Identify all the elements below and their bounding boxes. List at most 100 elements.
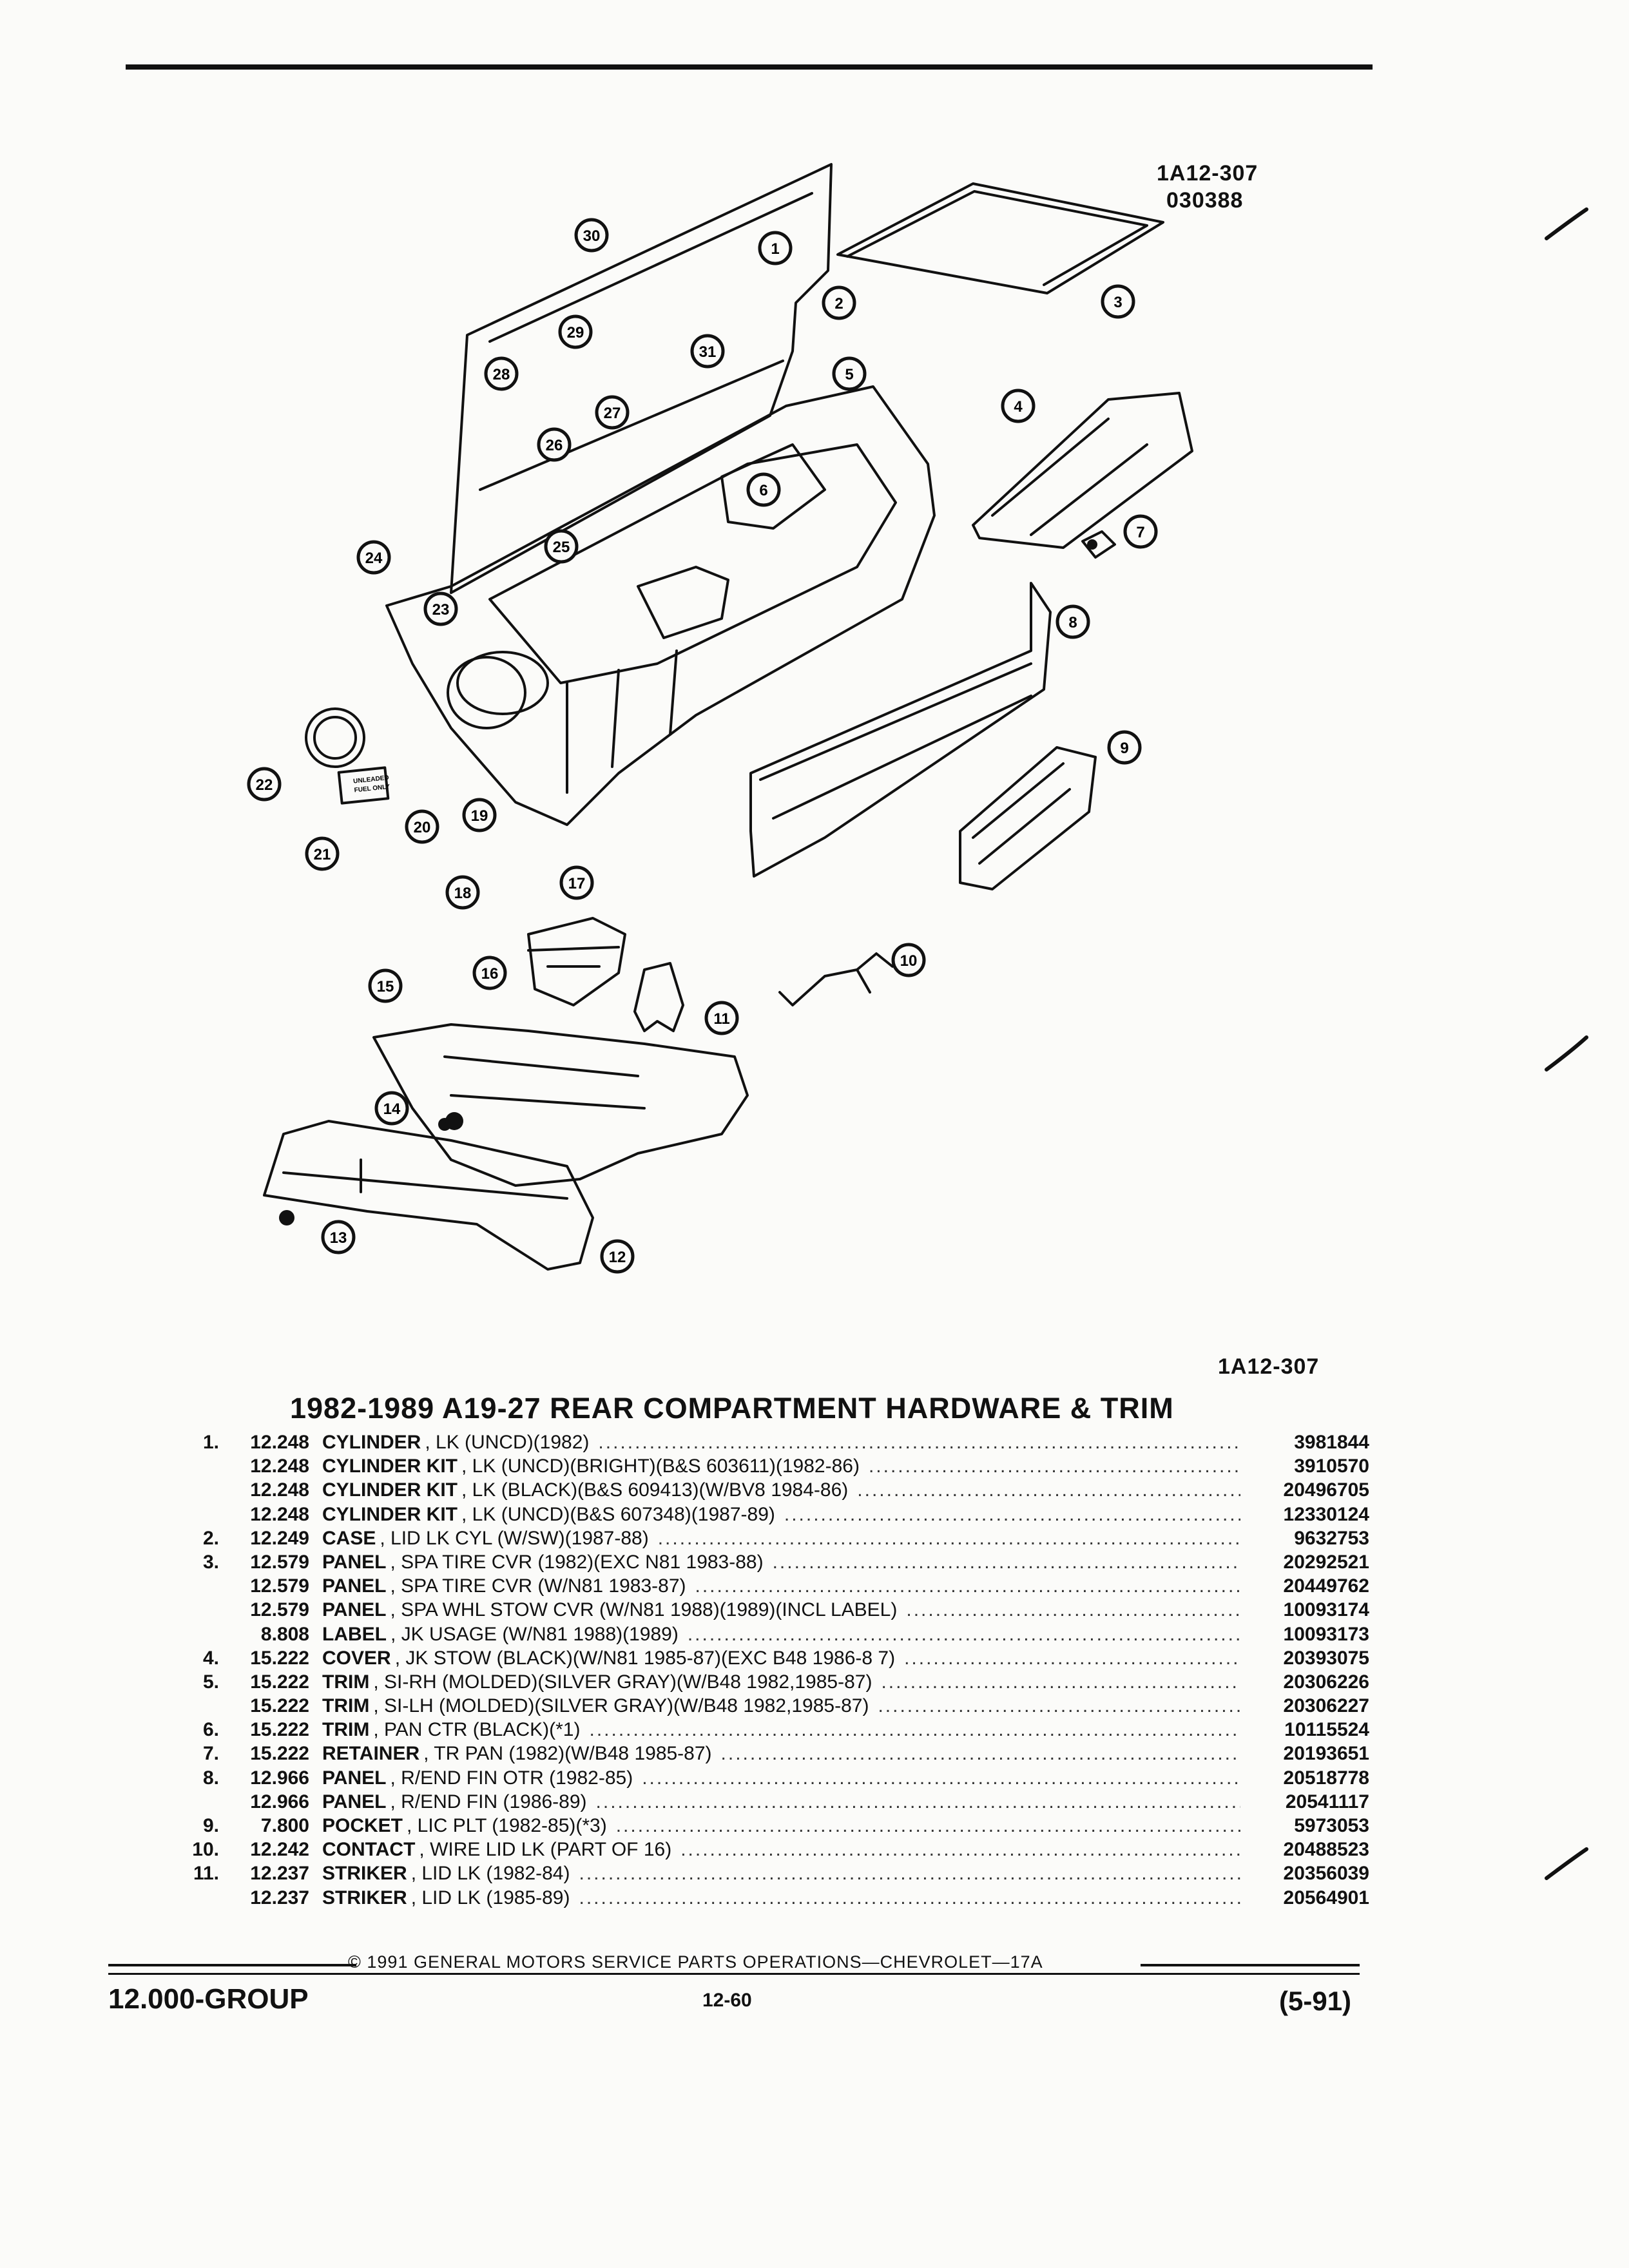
binder-mark-bottom (1545, 1847, 1588, 1880)
callout-number: 3 (1113, 294, 1122, 311)
callout-27: 27 (595, 395, 630, 430)
item-number: 11. (193, 1863, 219, 1885)
figure-id-top: 1A12-307 (1157, 161, 1258, 186)
callout-number: 21 (314, 846, 331, 863)
callout-6: 6 (746, 472, 781, 507)
part-detail: , SPA TIRE CVR (W/N81 1983-87) (390, 1575, 686, 1597)
part-name: CYLINDER (322, 1432, 421, 1453)
part-name: LABEL (322, 1623, 387, 1645)
leader-dots: ........................................… (589, 1719, 1240, 1741)
part-number: 12330124 (1283, 1503, 1369, 1525)
callout-28: 28 (484, 356, 519, 391)
part-detail: , LK (UNCD)(BRIGHT)(B&S 603611)(1982-86) (461, 1456, 860, 1477)
group-number: 12.237 (250, 1863, 309, 1885)
part-detail: , SPA WHL STOW CVR (W/N81 1988)(1989)(IN… (390, 1599, 898, 1621)
footer-group-label: 12.000-GROUP (108, 1983, 309, 2015)
callout-number: 22 (256, 776, 273, 794)
callout-29: 29 (558, 314, 593, 349)
callout-23: 23 (423, 591, 458, 626)
license-plate-pocket (959, 746, 1097, 890)
callout-number: 23 (432, 601, 450, 619)
callout-9: 9 (1107, 730, 1142, 765)
part-name: TRIM (322, 1671, 370, 1693)
callout-number: 4 (1014, 398, 1023, 416)
footer-page-number: 12-60 (702, 1990, 752, 2011)
part-detail: , LID LK (1982-84) (410, 1863, 570, 1885)
group-number: 15.222 (250, 1671, 309, 1693)
part-name: PANEL (322, 1791, 387, 1812)
callout-number: 14 (383, 1100, 401, 1118)
callout-number: 17 (568, 875, 586, 892)
group-number: 15.222 (250, 1647, 309, 1669)
callout-number: 18 (454, 885, 472, 902)
item-number: 7. (202, 1743, 219, 1765)
part-name: CYLINDER KIT (322, 1479, 458, 1501)
rear-body-shell (385, 385, 936, 826)
item-number: 2. (202, 1527, 219, 1549)
lid-latch (527, 917, 626, 1006)
leader-dots: ........................................… (579, 1863, 1240, 1885)
part-number: 20306226 (1283, 1671, 1369, 1693)
figure-id-bottom: 1A12-307 (1218, 1354, 1320, 1379)
leader-dots: ........................................… (615, 1815, 1240, 1836)
part-number: 20393075 (1283, 1647, 1369, 1669)
page-title: 1982-1989 A19-27 REAR COMPARTMENT HARDWA… (290, 1392, 1174, 1425)
part-detail: , LK (UNCD)(1982) (425, 1432, 590, 1453)
part-name: POCKET (322, 1815, 403, 1836)
leader-dots: ........................................… (680, 1839, 1240, 1861)
leader-dots: ........................................… (881, 1671, 1240, 1693)
leader-dots: ........................................… (695, 1575, 1240, 1597)
callout-number: 12 (609, 1249, 626, 1266)
part-detail: , LIC PLT (1982-85)(*3) (407, 1815, 607, 1836)
group-number: 12.579 (250, 1551, 309, 1573)
callout-13: 13 (321, 1220, 356, 1254)
part-name: PANEL (322, 1767, 387, 1789)
group-number: 15.222 (250, 1719, 309, 1741)
callout-17: 17 (559, 865, 594, 900)
callout-11: 11 (704, 1001, 739, 1035)
callout-18: 18 (445, 875, 480, 910)
leader-dots: ........................................… (720, 1743, 1240, 1765)
callout-number: 30 (583, 227, 601, 245)
callout-number: 31 (699, 343, 717, 361)
group-number: 8.808 (260, 1623, 309, 1645)
callout-19: 19 (462, 798, 497, 832)
part-number: 10093173 (1283, 1623, 1369, 1645)
part-number: 9632753 (1294, 1527, 1369, 1549)
leader-dots: ........................................… (598, 1432, 1240, 1453)
part-detail: , JK USAGE (W/N81 1988)(1989) (390, 1623, 679, 1645)
callout-number: 16 (481, 965, 499, 983)
figure-code-top: 030388 (1166, 188, 1244, 213)
part-name: COVER (322, 1647, 391, 1669)
callout-number: 25 (553, 539, 570, 556)
group-number: 15.222 (250, 1743, 309, 1765)
leader-dots: ........................................… (784, 1503, 1240, 1525)
footer-copyright: © 1991 GENERAL MOTORS SERVICE PARTS OPER… (348, 1952, 1043, 1972)
leader-dots: ........................................… (868, 1456, 1240, 1477)
part-number: 20306227 (1283, 1695, 1369, 1717)
callout-25: 25 (544, 529, 579, 564)
group-number: 12.248 (250, 1479, 309, 1501)
callout-number: 15 (377, 978, 394, 995)
part-number: 3910570 (1294, 1456, 1369, 1477)
part-number: 20292521 (1283, 1551, 1369, 1573)
top-rule (126, 64, 1373, 70)
part-name: CYLINDER KIT (322, 1456, 458, 1477)
part-name: CONTACT (322, 1839, 416, 1861)
part-number: 5973053 (1294, 1815, 1369, 1836)
fuel-label (337, 766, 390, 805)
part-number: 10093174 (1283, 1599, 1369, 1621)
part-detail: , LK (UNCD)(B&S 607348)(1987-89) (461, 1503, 775, 1525)
callout-5: 5 (832, 356, 867, 391)
leader-dots: ........................................… (906, 1599, 1240, 1621)
part-detail: , SI-RH (MOLDED)(SILVER GRAY)(W/B48 1982… (373, 1671, 872, 1693)
leader-dots: ........................................… (878, 1695, 1240, 1717)
leader-dots: ........................................… (687, 1623, 1240, 1645)
